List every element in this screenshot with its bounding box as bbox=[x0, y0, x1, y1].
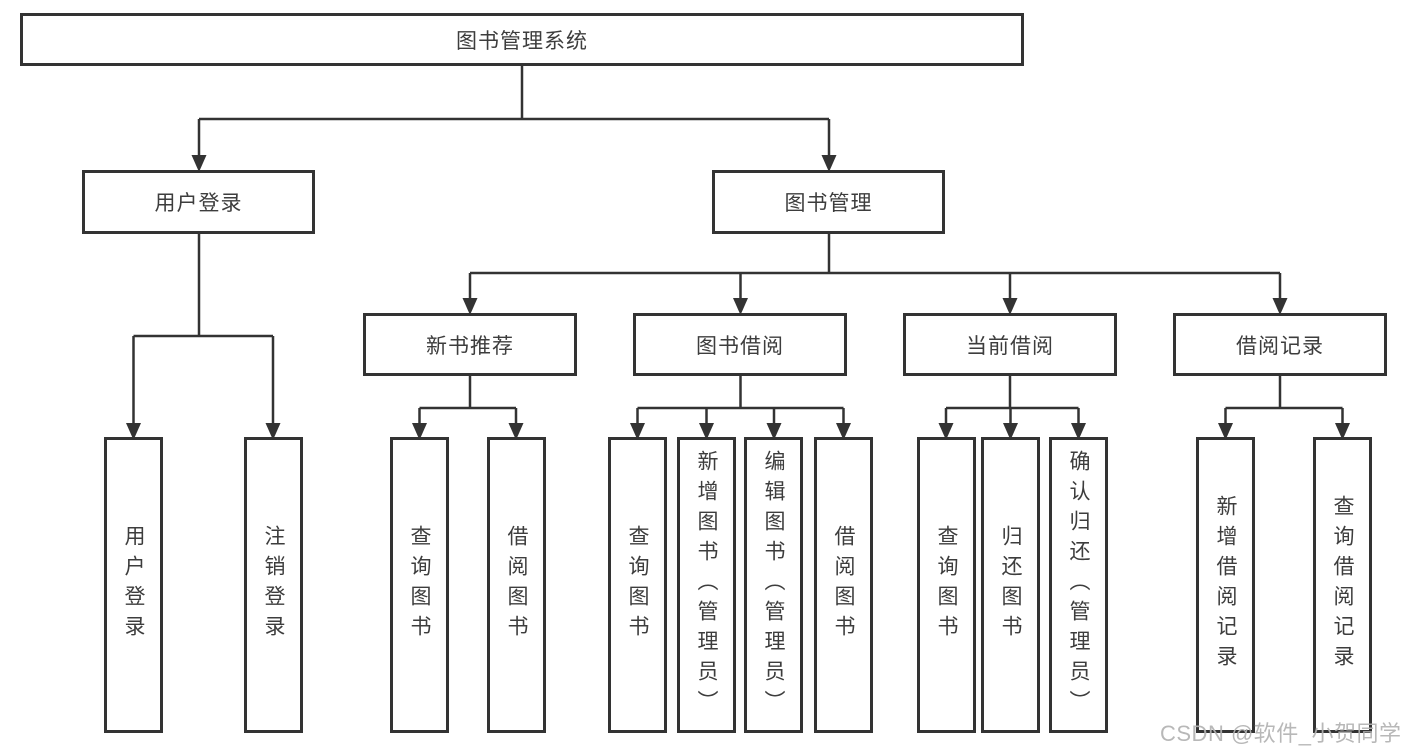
leaf-user-login-label: 用户登录 bbox=[122, 525, 145, 645]
node-current-borrowing: 当前借阅 bbox=[903, 313, 1117, 376]
leaf-logout: 注销登录 bbox=[244, 437, 303, 733]
leaf-add-borrow-record-label: 新增借阅记录 bbox=[1214, 495, 1237, 675]
leaf-query-books-current-label: 查询图书 bbox=[935, 525, 958, 645]
leaf-borrow-books-borrowing-label: 借阅图书 bbox=[832, 525, 855, 645]
leaf-add-book-admin: 新增图书（管理员） bbox=[677, 437, 736, 733]
leaf-user-login: 用户登录 bbox=[104, 437, 163, 733]
node-user-login-label: 用户登录 bbox=[154, 192, 243, 215]
csdn-watermark: CSDN @软件_小贺同学 bbox=[1160, 721, 1402, 746]
leaf-add-borrow-record: 新增借阅记录 bbox=[1196, 437, 1255, 733]
leaf-query-books-recommend: 查询图书 bbox=[390, 437, 449, 733]
node-new-book-recommend-label: 新书推荐 bbox=[426, 334, 514, 358]
leaf-query-books-current: 查询图书 bbox=[917, 437, 976, 733]
leaf-confirm-return-admin-label: 确认归还（管理员） bbox=[1067, 450, 1090, 720]
leaf-logout-label: 注销登录 bbox=[262, 525, 285, 645]
node-root: 图书管理系统 bbox=[20, 13, 1024, 66]
node-book-management-label: 图书管理 bbox=[784, 192, 873, 215]
node-book-borrowing: 图书借阅 bbox=[633, 313, 847, 376]
node-current-borrowing-label: 当前借阅 bbox=[966, 334, 1054, 358]
node-book-management: 图书管理 bbox=[712, 170, 945, 234]
node-book-borrowing-label: 图书借阅 bbox=[696, 334, 784, 358]
node-user-login: 用户登录 bbox=[82, 170, 315, 234]
leaf-borrow-books-borrowing: 借阅图书 bbox=[814, 437, 873, 733]
leaf-query-books-recommend-label: 查询图书 bbox=[408, 525, 431, 645]
leaf-borrow-books-recommend-label: 借阅图书 bbox=[505, 525, 528, 645]
leaf-edit-book-admin: 编辑图书（管理员） bbox=[744, 437, 803, 733]
leaf-query-borrow-record: 查询借阅记录 bbox=[1313, 437, 1372, 733]
leaf-query-books-borrowing-label: 查询图书 bbox=[626, 525, 649, 645]
node-root-label: 图书管理系统 bbox=[456, 29, 588, 53]
node-borrow-records: 借阅记录 bbox=[1173, 313, 1387, 376]
leaf-query-books-borrowing: 查询图书 bbox=[608, 437, 667, 733]
node-borrow-records-label: 借阅记录 bbox=[1236, 334, 1324, 358]
leaf-edit-book-admin-label: 编辑图书（管理员） bbox=[762, 450, 785, 720]
leaf-borrow-books-recommend: 借阅图书 bbox=[487, 437, 546, 733]
leaf-return-book-label: 归还图书 bbox=[999, 525, 1022, 645]
leaf-add-book-admin-label: 新增图书（管理员） bbox=[695, 450, 718, 720]
leaf-confirm-return-admin: 确认归还（管理员） bbox=[1049, 437, 1108, 733]
leaf-return-book: 归还图书 bbox=[981, 437, 1040, 733]
node-new-book-recommend: 新书推荐 bbox=[363, 313, 577, 376]
leaf-query-borrow-record-label: 查询借阅记录 bbox=[1331, 495, 1354, 675]
